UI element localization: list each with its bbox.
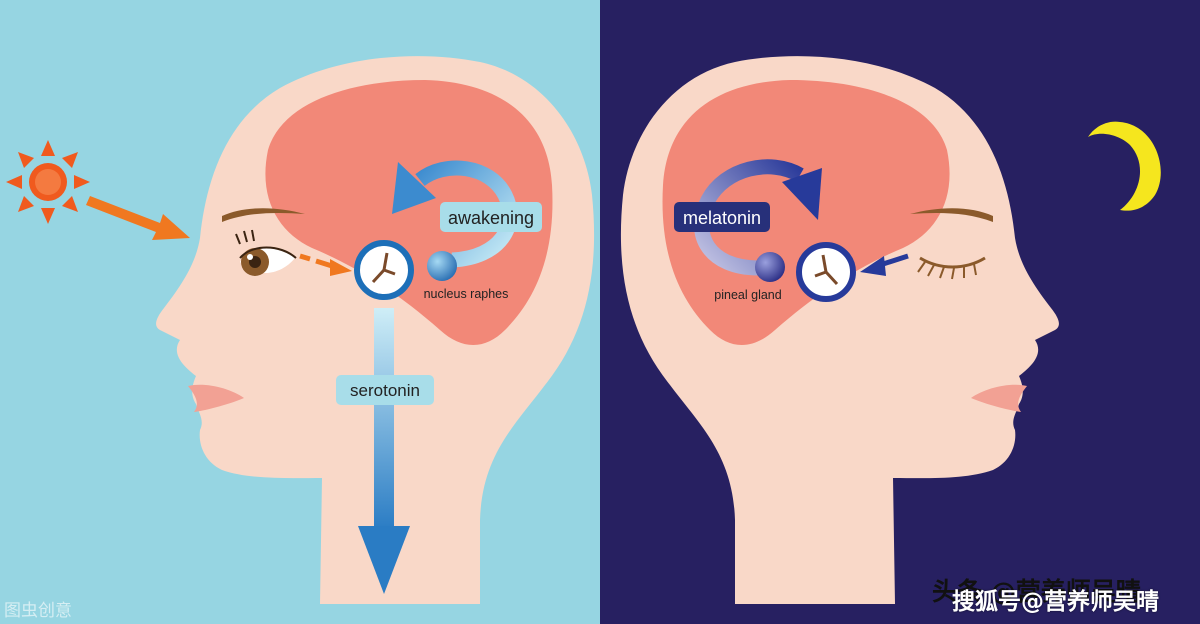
awakening-label-box — [440, 202, 542, 232]
pineal-gland-ball — [755, 252, 785, 282]
day-brain — [265, 80, 553, 345]
awakening-label: awakening — [448, 208, 534, 228]
serotonin-label-box — [336, 375, 434, 405]
sunlight-arrow — [86, 196, 190, 240]
watermark-left: 图虫创意 — [4, 601, 72, 621]
night-clock-icon — [796, 242, 856, 302]
serotonin-arrowhead — [358, 526, 410, 594]
night-eyelashes — [917, 261, 977, 280]
pineal-gland-label: pineal gland — [714, 288, 781, 302]
crescent-moon-icon — [1088, 121, 1161, 211]
melatonin-arrowhead — [782, 168, 822, 220]
melatonin-label-box — [674, 202, 770, 232]
nucleus-raphes-label: nucleus raphes — [424, 287, 509, 301]
night-eyebrow — [910, 208, 993, 222]
clock-icon — [354, 240, 414, 300]
awakening-arrowhead — [392, 162, 436, 214]
night-lips — [971, 384, 1027, 412]
melatonin-cycle-arrow — [693, 159, 804, 276]
night-closed-eye — [919, 256, 986, 269]
melatonin-label: melatonin — [683, 208, 761, 228]
awakening-cycle-arrow — [415, 160, 518, 268]
sun-icon — [6, 140, 90, 224]
watermark-right-sohu: 搜狐号@营养师吴晴 — [952, 589, 1159, 615]
watermark-right-toutiao: 头条 @营养师吴晴 — [932, 577, 1141, 606]
night-eye-to-clock-arrow — [860, 253, 909, 276]
day-eye-shine — [247, 254, 253, 260]
nucleus-raphes-ball — [427, 251, 457, 281]
serotonin-label: serotonin — [350, 381, 420, 400]
day-eyelashes — [235, 229, 297, 259]
day-eyebrow — [222, 208, 305, 222]
night-brain — [662, 80, 950, 345]
day-lips — [188, 384, 244, 412]
eye-to-clock-arrow — [299, 253, 352, 276]
serotonin-arrow-shaft — [374, 308, 394, 530]
